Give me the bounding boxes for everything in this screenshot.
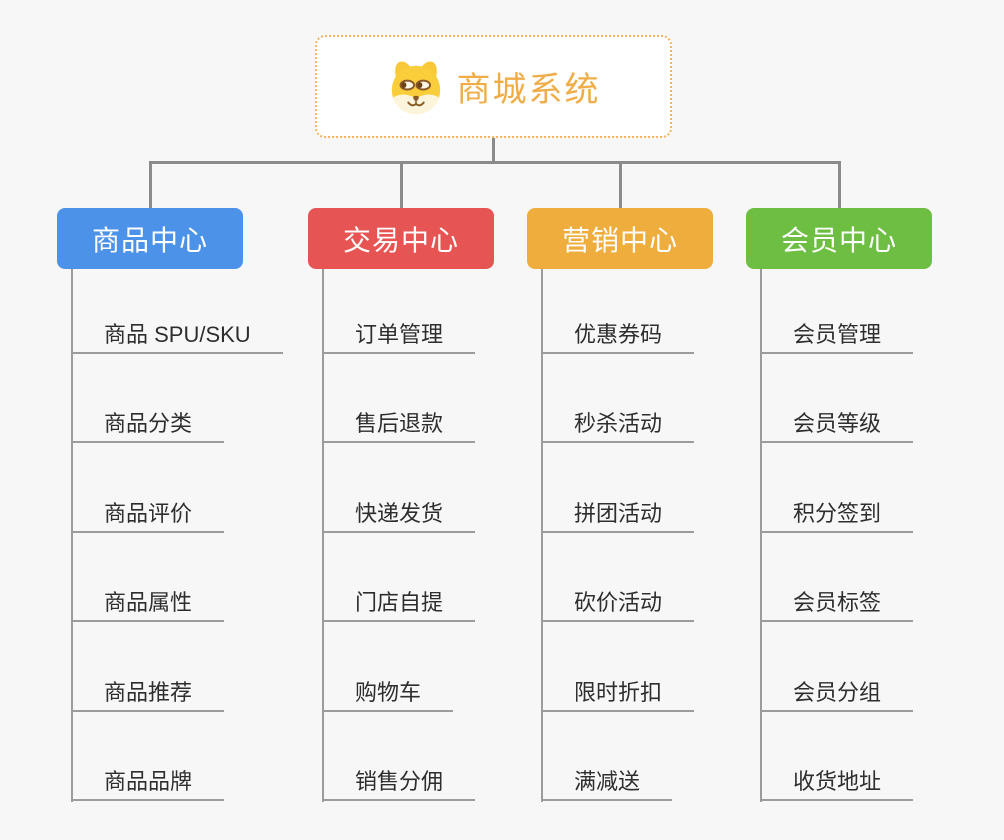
branch-spine-marketing-center [541, 269, 543, 802]
branch-header-member-center[interactable]: 会员中心 [746, 208, 932, 269]
connector-drop-member-center [838, 161, 841, 208]
root-node[interactable]: 商城系统 [315, 35, 672, 138]
child-topic-limited-time-discount[interactable]: 限时折扣 [541, 678, 695, 712]
child-topic-product-brand[interactable]: 商品品牌 [71, 767, 225, 801]
child-topic-product-category[interactable]: 商品分类 [71, 409, 225, 443]
child-topic-store-pickup[interactable]: 门店自提 [322, 588, 476, 622]
child-topic-member-management[interactable]: 会员管理 [760, 320, 914, 354]
child-topic-order-management[interactable]: 订单管理 [322, 320, 476, 354]
child-topic-spend-save[interactable]: 满减送 [541, 767, 673, 801]
child-topic-flash-sale[interactable]: 秒杀活动 [541, 409, 695, 443]
branch-header-trade-center[interactable]: 交易中心 [308, 208, 494, 269]
child-topic-express-shipping[interactable]: 快递发货 [322, 499, 476, 533]
child-topic-bargain-activity[interactable]: 砍价活动 [541, 588, 695, 622]
child-topic-coupon-codes[interactable]: 优惠券码 [541, 320, 695, 354]
child-topic-points-checkin[interactable]: 积分签到 [760, 499, 914, 533]
child-topic-member-tags[interactable]: 会员标签 [760, 588, 914, 622]
connector-drop-product-center [149, 161, 152, 208]
branch-spine-product-center [71, 269, 73, 802]
connector-trunk [149, 161, 841, 164]
child-topic-group-buy[interactable]: 拼团活动 [541, 499, 695, 533]
child-topic-product-attribute[interactable]: 商品属性 [71, 588, 225, 622]
connector-root-drop [492, 138, 495, 162]
child-topic-aftersale-refund[interactable]: 售后退款 [322, 409, 476, 443]
connector-drop-trade-center [400, 161, 403, 208]
child-topic-shipping-address[interactable]: 收货地址 [760, 767, 914, 801]
child-topic-product-spu-sku[interactable]: 商品 SPU/SKU [71, 320, 283, 354]
child-topic-product-review[interactable]: 商品评价 [71, 499, 225, 533]
child-topic-shopping-cart[interactable]: 购物车 [322, 678, 454, 712]
connector-drop-marketing-center [619, 161, 622, 208]
child-topic-member-level[interactable]: 会员等级 [760, 409, 914, 443]
branch-spine-member-center [760, 269, 762, 802]
child-topic-product-recommend[interactable]: 商品推荐 [71, 678, 225, 712]
child-topic-sales-commission[interactable]: 销售分佣 [322, 767, 476, 801]
branch-header-marketing-center[interactable]: 营销中心 [527, 208, 713, 269]
branch-header-product-center[interactable]: 商品中心 [57, 208, 243, 269]
doge-icon [391, 61, 440, 114]
branch-spine-trade-center [322, 269, 324, 802]
child-topic-member-groups[interactable]: 会员分组 [760, 678, 914, 712]
root-title: 商城系统 [456, 71, 601, 109]
